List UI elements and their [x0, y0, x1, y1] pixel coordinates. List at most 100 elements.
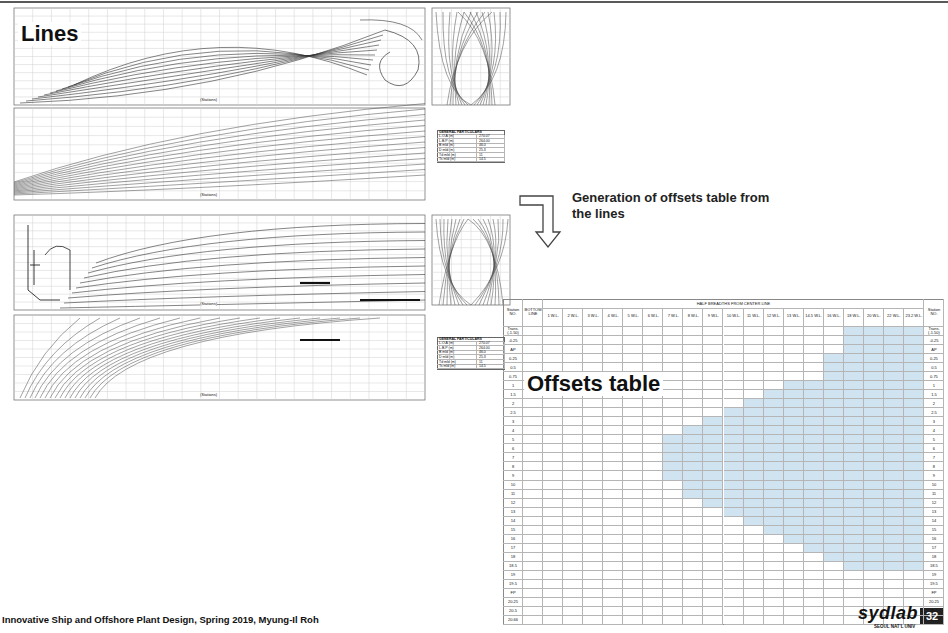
table-cell — [904, 499, 924, 508]
column-header: 18 W.L. — [845, 314, 863, 318]
table-cell — [784, 354, 804, 363]
table-cell — [623, 589, 643, 598]
table-cell — [583, 580, 603, 589]
table-cell — [623, 598, 643, 607]
table-cell — [663, 426, 683, 435]
table-cell — [804, 426, 824, 435]
table-cell — [764, 535, 784, 544]
table-cell — [764, 408, 784, 417]
table-cell — [603, 553, 623, 562]
table-cell — [683, 580, 703, 589]
table-cell — [543, 354, 563, 363]
table-heading: GENERAL PARTICULARS — [439, 338, 503, 342]
table-cell — [844, 526, 864, 535]
table-cell — [864, 471, 884, 480]
table-cell — [784, 444, 804, 453]
table-cell — [703, 345, 723, 354]
table-cell — [864, 535, 884, 544]
table-cell — [804, 354, 824, 363]
table-cell — [824, 417, 844, 426]
column-header: 9 W.L. — [704, 314, 722, 318]
table-cell — [563, 426, 583, 435]
table-cell — [904, 453, 924, 462]
table-cell — [583, 535, 603, 544]
table-cell — [804, 381, 824, 390]
table-cell — [884, 544, 904, 553]
table-cell — [904, 444, 924, 453]
station-number: 17 — [925, 546, 943, 550]
table-cell — [904, 381, 924, 390]
table-cell — [583, 327, 603, 336]
table-cell — [824, 589, 844, 598]
table-cell — [563, 471, 583, 480]
table-cell — [583, 417, 603, 426]
table-cell — [764, 372, 784, 381]
table-cell — [563, 571, 583, 580]
table-cell — [824, 435, 844, 444]
table-cell — [543, 580, 563, 589]
table-cell — [744, 354, 764, 363]
station-number: 2.5 — [504, 411, 522, 415]
particular-name: B mld (m) — [439, 351, 476, 355]
station-number: 15 — [925, 528, 943, 532]
table-cell — [884, 435, 904, 444]
table-cell — [603, 435, 623, 444]
table-cell — [884, 345, 904, 354]
table-cell — [904, 562, 924, 571]
table-cell — [864, 372, 884, 381]
table-cell — [543, 435, 563, 444]
table-cell — [744, 544, 764, 553]
particular-name: Td mld (m) — [439, 154, 476, 158]
table-cell — [824, 562, 844, 571]
station-number: 10 — [504, 483, 522, 487]
page-number: 32 — [920, 610, 944, 622]
section-title: Lines — [18, 22, 81, 46]
table-cell — [623, 408, 643, 417]
table-cell — [683, 471, 703, 480]
table-cell — [864, 589, 884, 598]
table-cell — [724, 508, 744, 517]
particular-name: L.B.P (m) — [439, 140, 476, 144]
table-cell — [784, 336, 804, 345]
axis-caption: (Stations) — [200, 98, 217, 102]
table-cell — [683, 444, 703, 453]
table-cell — [543, 363, 563, 372]
table-cell — [764, 453, 784, 462]
table-cell — [543, 616, 563, 625]
particular-value: 270.07 — [479, 135, 504, 139]
table-cell — [523, 417, 543, 426]
table-cell — [643, 571, 663, 580]
table-cell — [824, 517, 844, 526]
table-cell — [804, 399, 824, 408]
table-cell — [764, 553, 784, 562]
column-header: 5 W.L. — [624, 314, 642, 318]
table-cell — [643, 408, 663, 417]
table-cell — [663, 372, 683, 381]
table-cell — [804, 390, 824, 399]
table-cell — [724, 345, 744, 354]
table-cell — [864, 562, 884, 571]
particular-value: 25.3 — [479, 356, 504, 360]
table-cell — [543, 499, 563, 508]
table-cell — [904, 399, 924, 408]
table-cell — [683, 435, 703, 444]
table-cell — [884, 426, 904, 435]
table-cell — [703, 616, 723, 625]
table-cell — [784, 453, 804, 462]
table-cell — [844, 426, 864, 435]
table-cell — [824, 372, 844, 381]
table-cell — [583, 499, 603, 508]
table-cell — [724, 580, 744, 589]
table-cell — [703, 435, 723, 444]
table-cell — [824, 408, 844, 417]
table-cell — [523, 562, 543, 571]
table-cell — [884, 553, 904, 562]
station-number: 18.5 — [504, 564, 522, 568]
table-cell — [804, 553, 824, 562]
table-cell — [683, 598, 703, 607]
table-cell — [824, 490, 844, 499]
table-cell — [603, 490, 623, 499]
table-cell — [583, 508, 603, 517]
table-cell — [724, 544, 744, 553]
table-cell — [703, 426, 723, 435]
